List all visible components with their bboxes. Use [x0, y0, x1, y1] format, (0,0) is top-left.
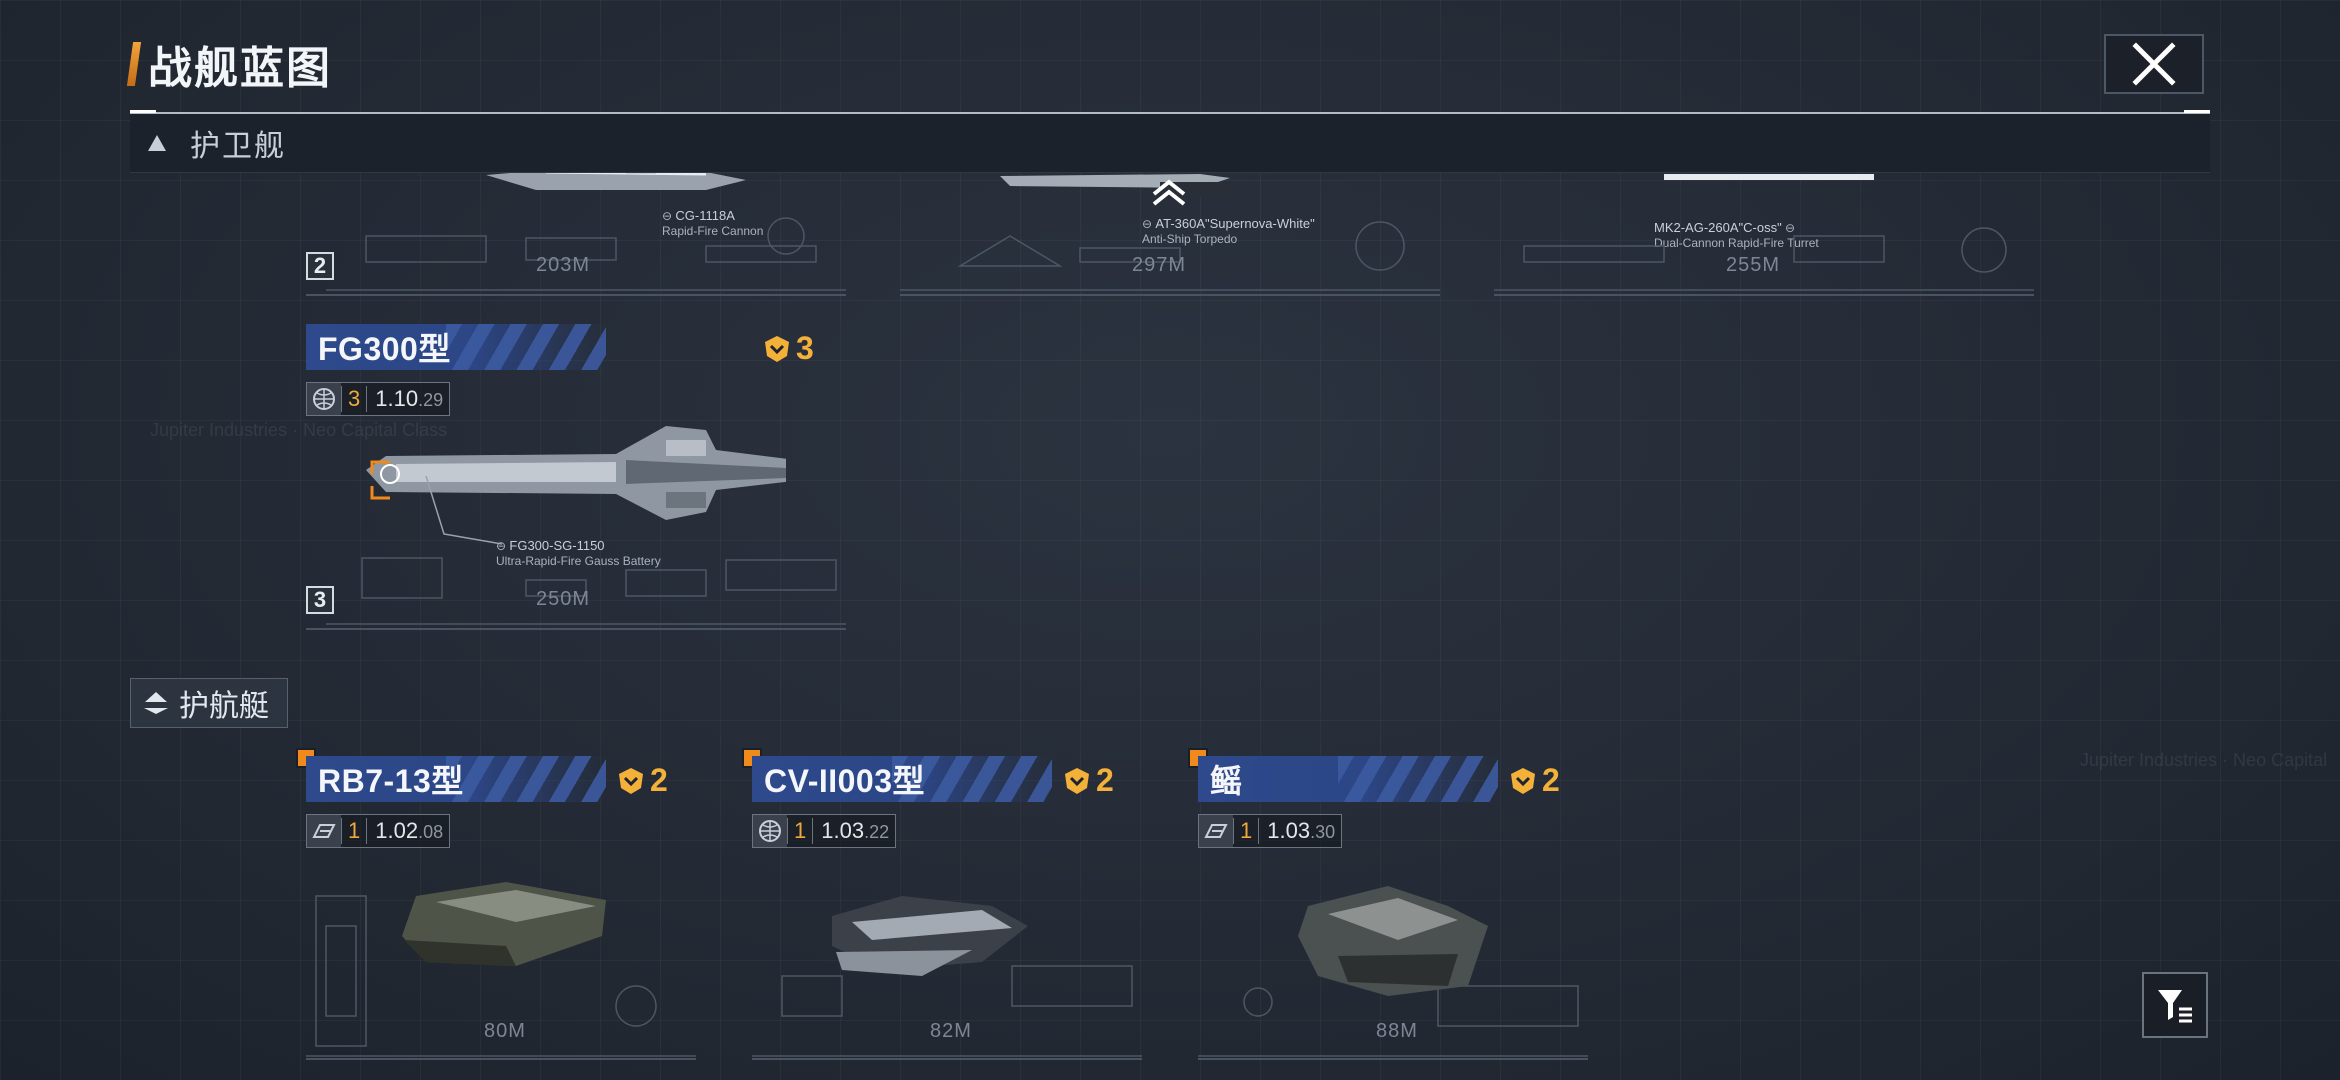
ship-name-bar: RB7-13型	[306, 756, 606, 802]
section-header-escort[interactable]: 护卫舰	[130, 114, 2210, 173]
blueprint-sketch	[326, 217, 846, 291]
globe-icon	[307, 383, 341, 415]
name-stripes	[446, 324, 606, 370]
callout-line	[425, 475, 503, 545]
tier-badge: 2	[306, 252, 334, 280]
ship-name-bar: FG300型	[306, 324, 606, 370]
section-label: 护航艇	[179, 690, 269, 723]
ship-level: 1	[1233, 818, 1260, 844]
ship-cost: 3	[762, 330, 814, 367]
ship-stats: 3 1.10.29	[306, 382, 451, 416]
page-title-bar: 战舰蓝图	[126, 40, 332, 93]
ship-level: 3	[341, 386, 368, 412]
filter-icon	[2158, 990, 2192, 1023]
name-stripes	[446, 756, 606, 802]
filter-button[interactable]	[2142, 972, 2208, 1038]
ship-name-bar: CV-II003型	[752, 756, 1052, 802]
faction-icon	[307, 815, 341, 847]
blueprint-sketch	[326, 557, 846, 625]
corvette-card-ray[interactable]: 鳐 2 1 1.03.30 88M	[1188, 748, 1588, 1060]
escort-card-top-2[interactable]: ⊖ AT-360A"Supernova-White"Anti-Ship Torp…	[900, 120, 1440, 296]
ship-name: CV-II003型	[764, 763, 926, 799]
page-title: 战舰蓝图	[148, 44, 332, 93]
header-divider-cap-left	[130, 110, 156, 113]
globe-icon	[753, 815, 787, 847]
ship-stats: 1 1.03.22	[752, 814, 897, 848]
ship-name: FG300型	[318, 331, 451, 367]
ship-length: 80M	[484, 1020, 526, 1042]
cost-value: 3	[796, 330, 814, 366]
close-button[interactable]	[2104, 34, 2204, 94]
ship-version: 1.10.29	[375, 386, 444, 411]
ship-stats: 1 1.03.30	[1198, 814, 1343, 848]
cost-value: 2	[650, 762, 668, 798]
triangle-up-icon	[148, 135, 166, 151]
target-bracket-icon	[370, 460, 390, 500]
weapon-label: ⊖ AT-360A"Supernova-White"Anti-Ship Torp…	[1142, 216, 1315, 246]
header-divider	[130, 112, 2210, 114]
ship-length: 203M	[536, 254, 591, 276]
ship-cost: 2	[1062, 762, 1114, 799]
ship-image	[306, 882, 696, 1057]
cost-crest-icon	[619, 767, 643, 794]
cost-value: 2	[1542, 762, 1560, 798]
ship-image	[1198, 886, 1588, 1057]
ship-image	[366, 426, 786, 520]
cost-value: 2	[1096, 762, 1114, 798]
card-baseline	[306, 628, 846, 630]
header-divider-cap-right	[2184, 110, 2210, 113]
ship-name: 鳐	[1210, 763, 1243, 799]
ship-cost: 2	[1508, 762, 1560, 799]
corvette-class-icon	[144, 692, 168, 714]
card-baseline	[306, 294, 846, 296]
ship-image	[1664, 174, 1874, 180]
corvette-card-rb7[interactable]: RB7-13型 2 1 1.02.08 80M	[296, 748, 696, 1060]
name-stripes	[1338, 756, 1498, 802]
cost-crest-icon	[1065, 767, 1089, 794]
cost-crest-icon	[1511, 767, 1535, 794]
card-baseline	[306, 1058, 696, 1060]
ship-stats: 1 1.02.08	[306, 814, 451, 848]
ship-length: 88M	[1376, 1020, 1418, 1042]
card-baseline	[1198, 1058, 1588, 1060]
ship-version: 1.03.22	[821, 818, 890, 843]
name-stripes	[892, 756, 1052, 802]
section-header-corvette[interactable]: 护航艇	[130, 678, 288, 728]
corvette-card-cv11003[interactable]: CV-II003型 2 1 1.03.22 82M	[742, 748, 1142, 1060]
card-baseline	[900, 294, 1440, 296]
card-baseline	[752, 1058, 1142, 1060]
tier-badge: 3	[306, 586, 334, 614]
ship-length: 250M	[536, 588, 591, 610]
escort-card-top-3[interactable]: MK2-AG-260A"C-oss" ⊖Dual-Cannon Rapid-Fi…	[1494, 120, 2034, 296]
ship-length: 297M	[1132, 254, 1187, 276]
faction-icon	[1199, 815, 1233, 847]
card-baseline	[1494, 294, 2034, 296]
ship-version: 1.02.08	[375, 818, 444, 843]
blueprint-sketch	[1494, 227, 2034, 291]
close-icon	[2132, 42, 2176, 86]
ship-name-bar: 鳐	[1198, 756, 1498, 802]
ship-cost: 2	[616, 762, 668, 799]
weapon-label: MK2-AG-260A"C-oss" ⊖Dual-Cannon Rapid-Fi…	[1654, 220, 1819, 250]
ship-length: 82M	[930, 1020, 972, 1042]
ship-image	[752, 896, 1142, 1057]
ship-length: 255M	[1726, 254, 1781, 276]
ship-level: 1	[787, 818, 814, 844]
section-label: 护卫舰	[190, 130, 286, 163]
title-accent	[126, 42, 142, 86]
cost-crest-icon	[765, 335, 789, 362]
ship-name: RB7-13型	[318, 763, 464, 799]
ship-level: 1	[341, 818, 368, 844]
ship-version: 1.03.30	[1267, 818, 1336, 843]
blueprint-sketch	[900, 221, 1440, 291]
corvette-chevron-icon	[1152, 179, 1186, 206]
